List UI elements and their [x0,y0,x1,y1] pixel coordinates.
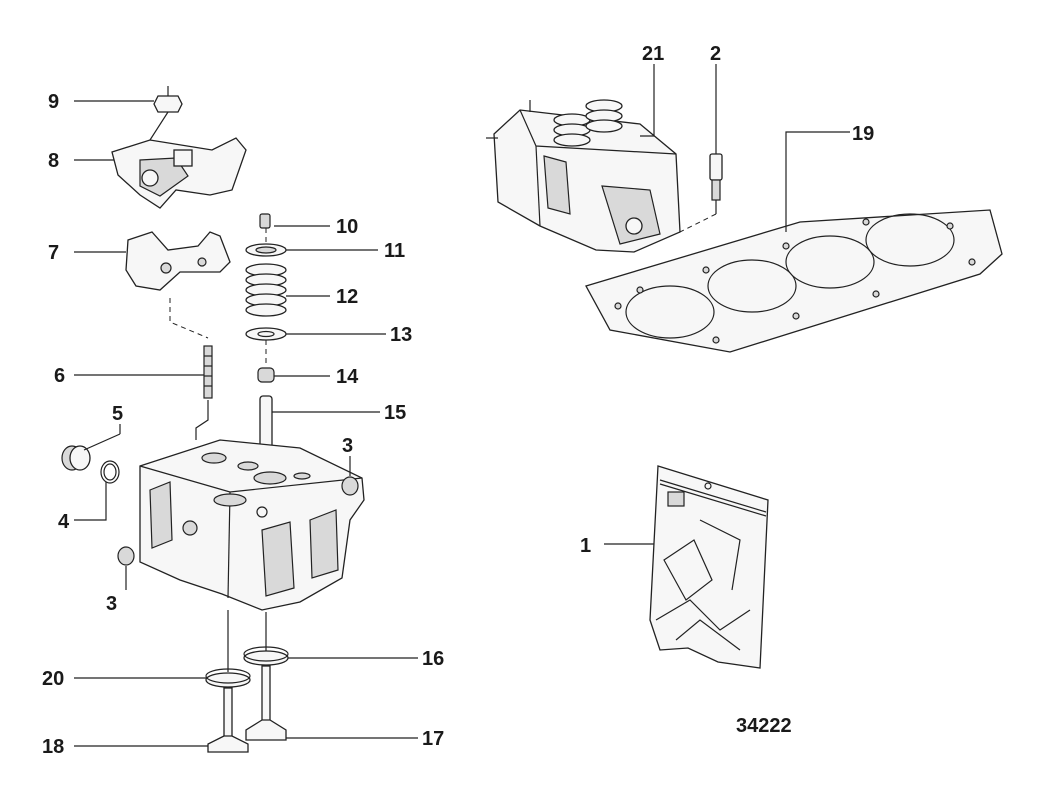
callout-5: 5 [112,403,123,425]
part-valve-spring [245,263,287,317]
callout-3-left: 3 [106,593,117,615]
callout-1: 1 [580,535,591,557]
part-plug-small-right [341,476,359,496]
part-glow-plug [709,153,723,214]
callout-18: 18 [42,736,64,758]
callout-14: 14 [336,366,359,388]
callout-8: 8 [48,150,59,172]
part-valve-guide [259,395,273,451]
callout-11: 11 [384,240,405,262]
part-valve-seat-right [243,646,289,666]
part-rocker-bracket [125,231,231,291]
callout-9: 9 [48,91,59,113]
part-spring-washer [245,327,287,341]
part-valve-stem-seal [257,367,275,383]
part-cylinder-head-assembly [486,99,681,253]
part-head-gasket [585,209,1003,353]
callout-21: 21 [642,43,664,65]
part-gasket-kit-bag [649,465,769,669]
part-valve-left [207,687,249,753]
part-valve-seat-left [205,668,251,688]
part-spring-retainer [245,243,287,257]
leader-lines [74,64,850,747]
callout-3-right: 3 [342,435,353,457]
callout-2: 2 [710,43,721,65]
callout-16: 16 [422,648,444,670]
callout-12: 12 [336,286,358,308]
figure-number: 34222 [736,715,792,737]
part-o-ring [100,460,120,484]
callout-4: 4 [58,511,70,533]
part-cylinder-head [139,439,365,611]
part-plug-large [61,445,91,471]
part-plug-small-left [117,546,135,566]
callout-7: 7 [48,242,59,264]
callout-10: 10 [336,216,358,238]
part-rocker-arm [111,111,247,209]
part-stud [203,345,213,399]
callout-13: 13 [390,324,412,346]
part-valve-cap [259,213,271,229]
callout-6: 6 [54,365,65,387]
callout-15: 15 [384,402,406,424]
callout-17: 17 [422,728,444,750]
callout-20: 20 [42,668,64,690]
part-nut [153,86,183,113]
callout-19: 19 [852,123,874,145]
part-valve-right [245,665,287,741]
